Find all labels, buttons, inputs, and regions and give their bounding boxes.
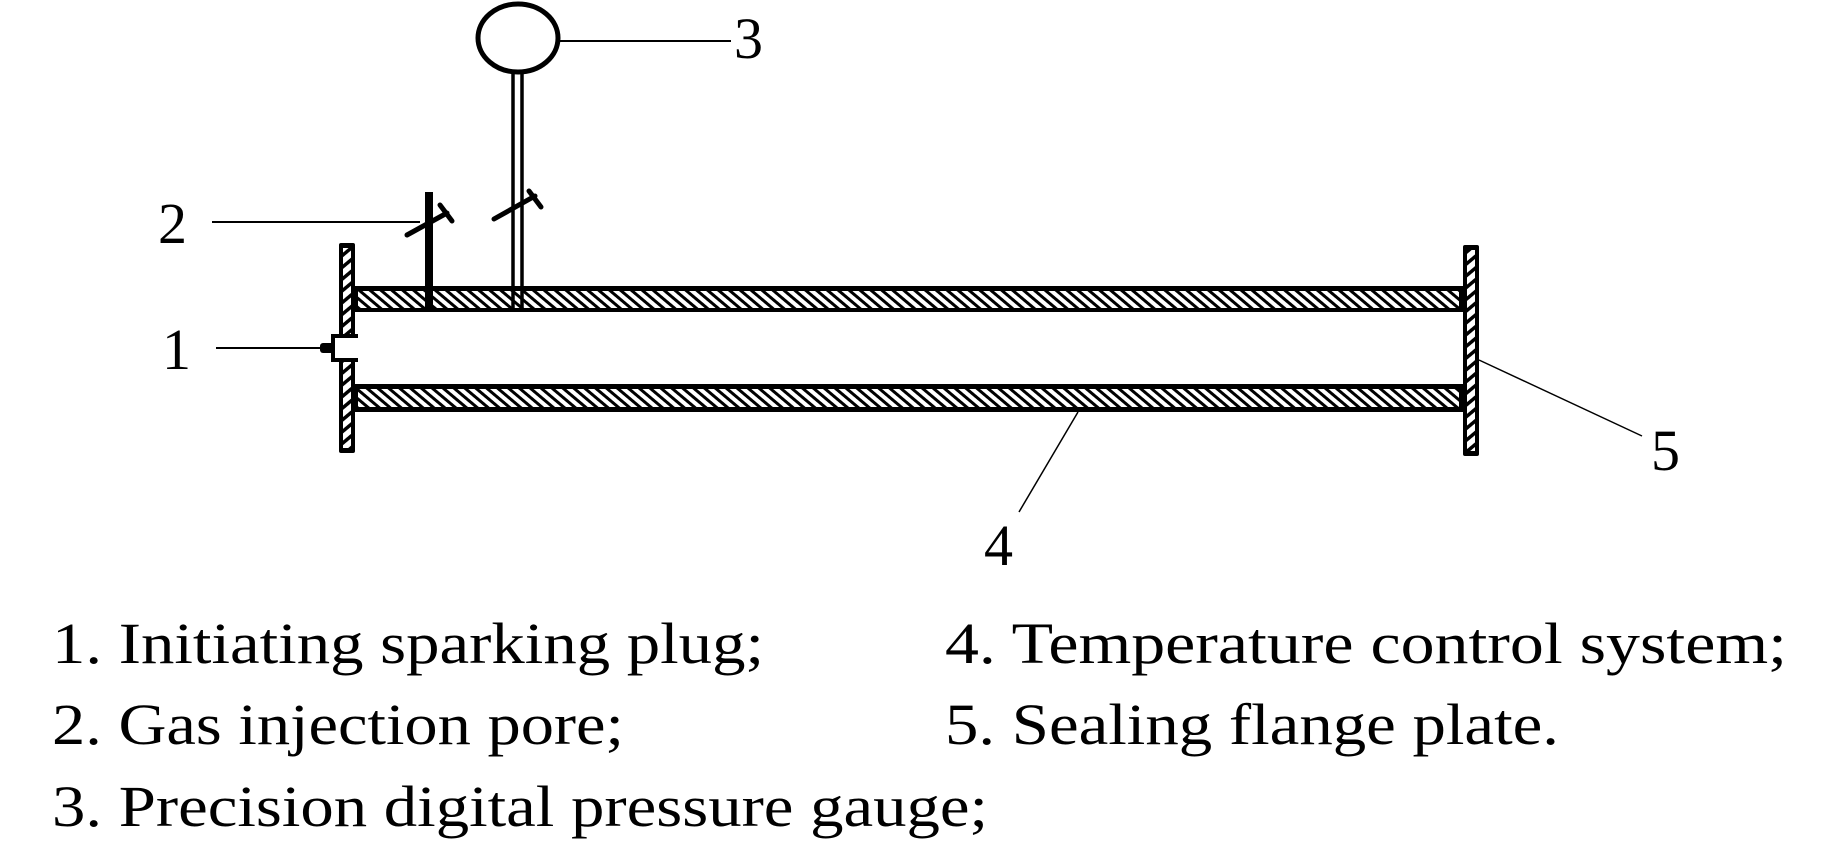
- tube-top-wall: [354, 286, 1463, 312]
- legend-item-2: 2. Gas injection pore;: [52, 692, 624, 757]
- legend: 1. Initiating sparking plug; 2. Gas inje…: [52, 611, 1787, 839]
- sparking-plug: [320, 334, 360, 362]
- callout-2: 2: [158, 191, 187, 256]
- gas-injection-pore: [404, 192, 455, 312]
- tube-bottom-wall: [354, 384, 1463, 412]
- leader-line-5: [1478, 359, 1643, 437]
- legend-item-5: 5. Sealing flange plate.: [945, 692, 1559, 757]
- callout-1: 1: [162, 317, 191, 382]
- callout-4: 4: [984, 513, 1013, 578]
- legend-item-4: 4. Temperature control system;: [945, 611, 1787, 676]
- callout-5: 5: [1651, 418, 1680, 483]
- callout-3: 3: [734, 6, 763, 71]
- legend-item-3: 3. Precision digital pressure gauge;: [52, 774, 988, 839]
- leader-line-4: [1018, 411, 1079, 513]
- legend-item-1: 1. Initiating sparking plug;: [52, 611, 764, 676]
- right-flange: [1463, 245, 1479, 456]
- pressure-gauge: [475, 1, 561, 312]
